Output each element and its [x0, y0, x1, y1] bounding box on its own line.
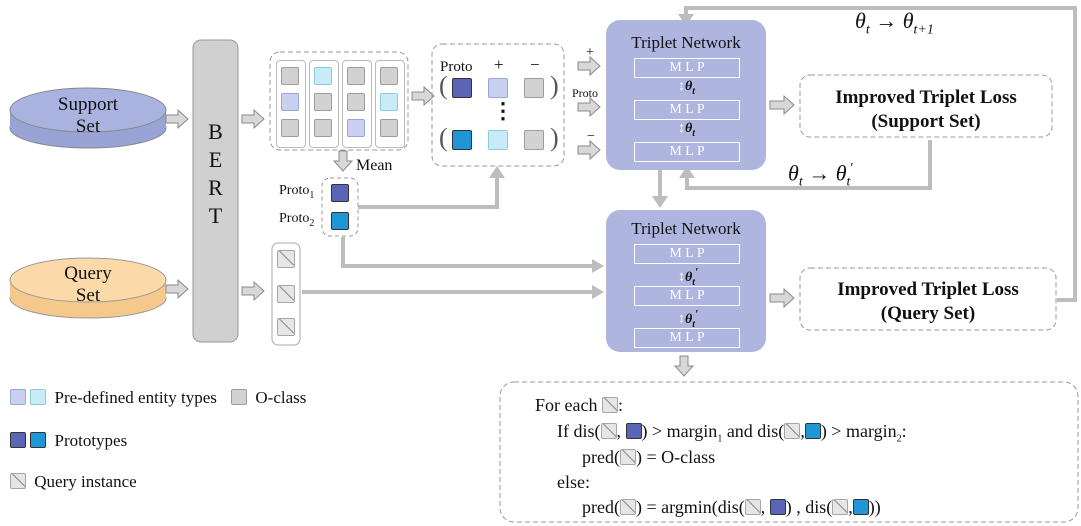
combo-positive-square	[488, 78, 508, 98]
legend-prototype-square	[10, 432, 26, 448]
rule-line-2: If dis(, ) > margin1 and dis(,) > margin…	[557, 421, 907, 445]
mlp-layer: M L P	[634, 142, 740, 162]
bracket-open: (	[439, 71, 448, 100]
combo-proto-square	[452, 130, 472, 150]
query-set-cylinder	[9, 257, 167, 319]
triplet-network-bottom-title: Triplet Network	[631, 219, 741, 238]
combo-negative-square	[524, 78, 544, 98]
combo-dots: ⋮	[492, 98, 514, 123]
proto1-label: Proto1	[279, 183, 315, 201]
entity-cell	[380, 93, 398, 111]
theta-t-label: ↕θt	[678, 79, 696, 97]
support-loss-box	[799, 74, 1053, 138]
legend-query-square	[10, 473, 26, 489]
query-instance-square	[277, 285, 295, 303]
theta-t-prime-label: ↕θt′	[678, 307, 699, 330]
query-loss-box	[799, 267, 1057, 331]
entity-cell	[281, 93, 299, 111]
o-class-cell	[347, 67, 365, 85]
triplet-network-top-title: Triplet Network	[631, 33, 741, 52]
connector-lines	[302, 6, 1077, 302]
legend-entity-square	[30, 389, 47, 405]
bracket-open: (	[439, 123, 448, 152]
rule-line-3: pred() = O-class	[582, 447, 716, 467]
bracket-close: )	[550, 71, 559, 100]
prototype-1-square	[331, 184, 349, 202]
o-class-cell	[314, 93, 332, 111]
block-arrows	[165, 55, 795, 377]
rule-line-5: pred() = argmin(dis(, ) , dis(,))	[582, 497, 881, 517]
rule-line-4: else:	[557, 472, 590, 492]
inference-rule-box	[499, 381, 1079, 523]
embedding-matrix-frame	[269, 51, 409, 151]
o-class-cell	[347, 93, 365, 111]
positive-input-label: +	[586, 45, 594, 60]
support-set-cylinder	[9, 87, 167, 149]
inner-update-label: θt → θt′	[788, 160, 854, 190]
theta-t-prime-label: ↕θt′	[678, 265, 699, 288]
legend-query-instance: Query instance	[10, 473, 137, 490]
triplet-network-top	[606, 20, 766, 170]
mean-label: Mean	[356, 157, 393, 174]
o-class-cell	[281, 119, 299, 137]
o-class-cell	[380, 119, 398, 137]
combo-positive-square	[488, 130, 508, 150]
entity-cell	[347, 119, 365, 137]
mlp-layer: M L P	[634, 244, 740, 264]
mlp-layer: M L P	[634, 328, 740, 348]
rule-line-1: For each :	[535, 395, 623, 415]
outer-update-label: θt → θt+1	[855, 8, 934, 38]
theta-t-label: ↕θt	[678, 121, 696, 139]
combo-negative-square	[524, 130, 544, 150]
mlp-layer: M L P	[634, 286, 740, 306]
legend-entity-types: Pre-defined entity types O-class	[10, 389, 306, 406]
query-loss-label: Improved Triplet Loss(Query Set)	[837, 279, 1019, 324]
negative-input-label: −	[587, 129, 595, 144]
triplet-combo-frame	[431, 43, 565, 167]
bracket-close: )	[550, 123, 559, 152]
prototype-frame	[321, 177, 359, 237]
combo-header-plus: +	[494, 55, 504, 74]
mlp-layer: M L P	[634, 58, 740, 78]
legend-o-class-square	[231, 389, 248, 405]
proto2-label: Proto2	[279, 211, 315, 229]
query-instance-square	[277, 250, 295, 268]
legend-prototype-square	[30, 432, 47, 448]
support-loss-label: Improved Triplet Loss(Support Set)	[835, 87, 1017, 132]
proto-input-label: Proto	[572, 86, 599, 100]
combo-header-minus: −	[530, 55, 540, 74]
combo-proto-square	[452, 78, 472, 98]
prototype-2-square	[331, 212, 349, 230]
o-class-cell	[380, 67, 398, 85]
legend-prototypes: Prototypes	[10, 432, 127, 449]
entity-cell	[314, 67, 332, 85]
legend-entity-square	[10, 389, 26, 405]
bert-block	[192, 39, 239, 343]
mlp-layer: M L P	[634, 100, 740, 120]
combo-header-proto: Proto	[440, 59, 473, 75]
query-instance-square	[277, 318, 295, 336]
o-class-cell	[314, 119, 332, 137]
o-class-cell	[281, 67, 299, 85]
triplet-network-bottom	[606, 210, 766, 352]
